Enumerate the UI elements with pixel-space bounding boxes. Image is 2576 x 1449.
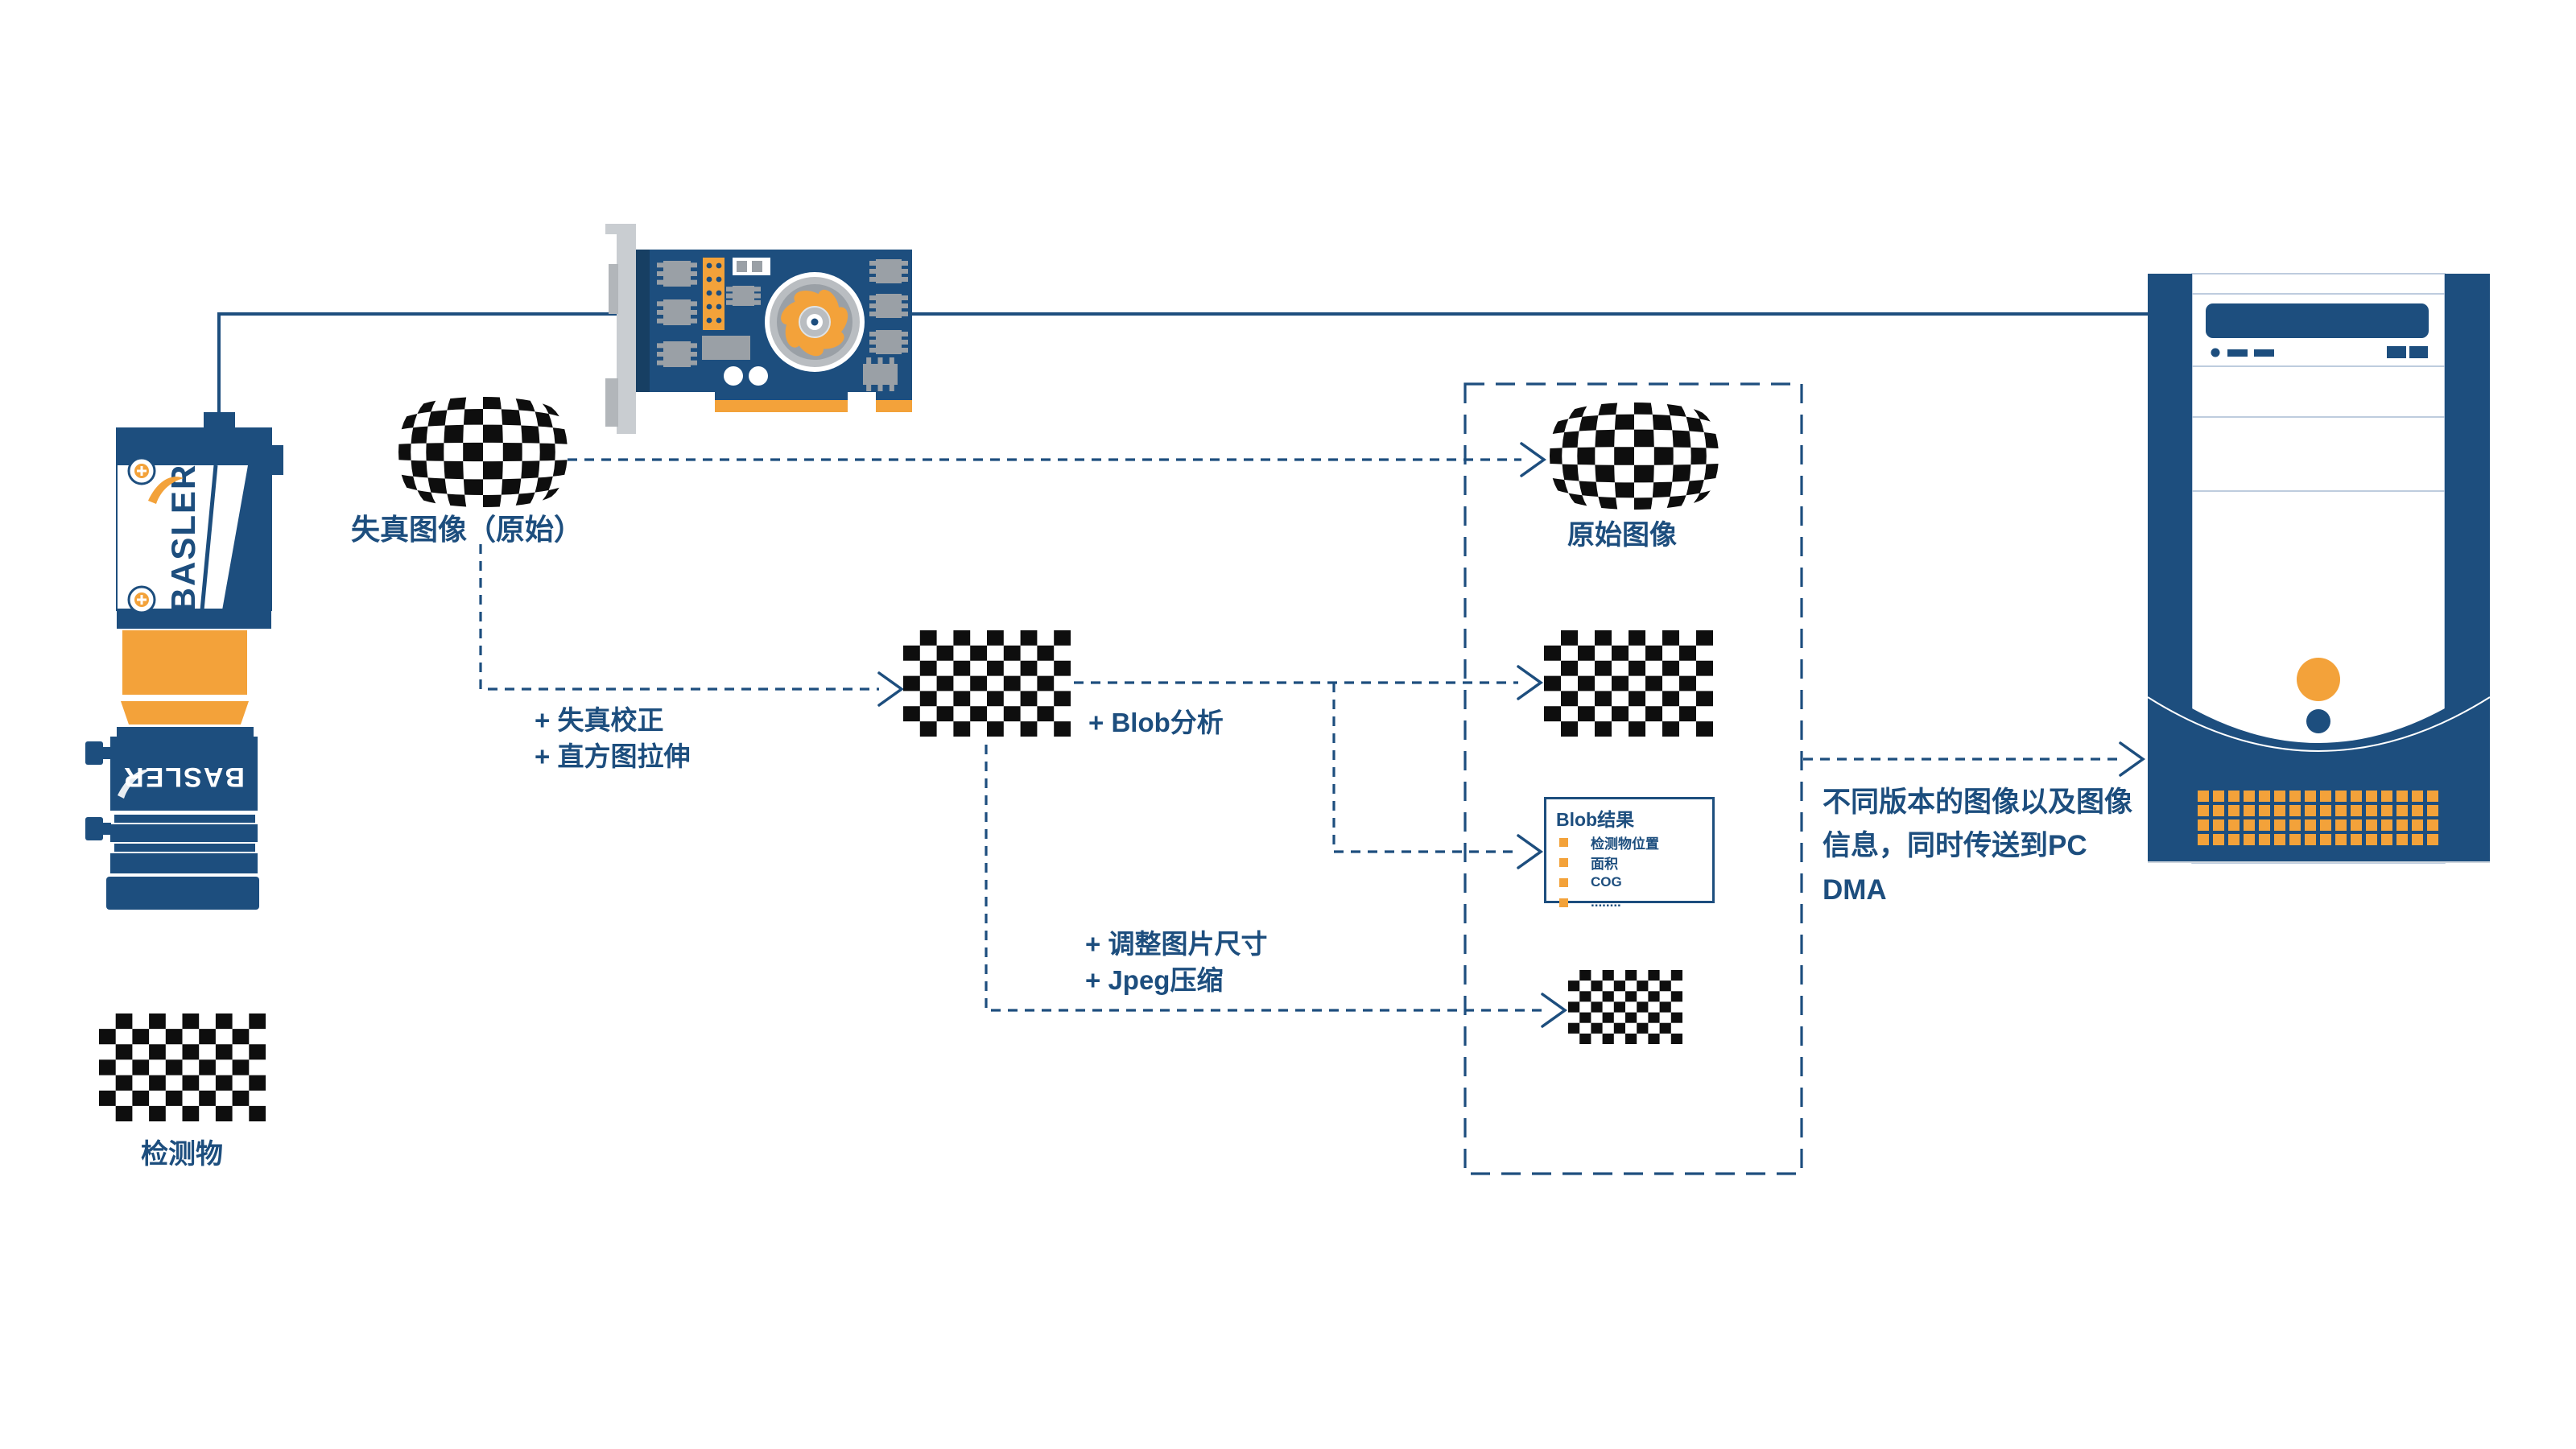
- label-jpeg-compression: + Jpeg压缩: [1085, 965, 1224, 995]
- label-blob-analysis: + Blob分析: [1088, 708, 1224, 737]
- label-distorted-original: 失真图像（原始）: [350, 513, 583, 546]
- arrow-icon: [1517, 834, 1544, 869]
- lens-barrel: [110, 737, 258, 811]
- card-chips: [657, 259, 908, 391]
- lens-knob: [85, 741, 111, 765]
- list-item: COG: [1559, 874, 1712, 890]
- blob-item-area: 面积: [1591, 856, 1618, 872]
- arrow-icon: [2119, 741, 2146, 777]
- checkerboard-cb-distorted: [398, 397, 568, 507]
- label-resize-image: + 调整图片尺寸: [1085, 929, 1268, 959]
- arrow-icon: [877, 671, 905, 707]
- power-button: [2297, 658, 2340, 701]
- pc-tower: [2147, 273, 2491, 864]
- pci-edge-connector: [715, 400, 848, 412]
- arrow-icon: [1517, 665, 1544, 700]
- bullet-icon: [1559, 898, 1568, 907]
- checkerboard-cb-box-small: [1568, 970, 1682, 1044]
- checkerboard-cb-corrected: [903, 630, 1071, 737]
- lens-mount: [122, 630, 247, 695]
- bullet-icon: [1559, 857, 1568, 867]
- camera-to-pc-cable: [217, 312, 2148, 412]
- screw-icon: [127, 585, 156, 614]
- checkerboard-cb-box-flat: [1544, 630, 1713, 737]
- lens-brand-text: BASLER: [122, 762, 245, 792]
- drive-button: [2387, 346, 2406, 358]
- blob-item-cog: COG: [1591, 874, 1622, 890]
- blob-result-title: Blob结果: [1556, 809, 1635, 830]
- blob-item-more: ........: [1591, 894, 1621, 910]
- reset-button: [2306, 709, 2330, 733]
- blob-item-position: 检测物位置: [1591, 836, 1659, 852]
- camera-device: BASLER BASLER: [85, 412, 283, 910]
- basler-swoosh-icon: [148, 477, 184, 504]
- connector-to-jpeg: [985, 745, 1542, 1012]
- bullet-icon: [1559, 837, 1568, 847]
- arrow-icon: [1541, 993, 1568, 1028]
- dvd-drive-slot: [2206, 303, 2429, 338]
- drive-led: [2211, 348, 2220, 357]
- drive-button: [2409, 346, 2428, 358]
- connector-to-blob-result: [1332, 683, 1518, 853]
- checkerboard-cb-detect: [99, 1013, 266, 1121]
- lens-swoosh-icon: [118, 769, 151, 799]
- connector-to-corrected: [479, 544, 879, 691]
- card-bracket: [605, 224, 636, 234]
- screw-icon: [127, 456, 156, 485]
- camera-brand-text: BASLER: [164, 464, 202, 613]
- bullet-icon: [1559, 877, 1568, 887]
- arrowheads: [877, 442, 2146, 1028]
- label-dma-note: 不同版本的图像以及图像信息，同时传送到PC DMA: [1823, 786, 2133, 906]
- label-histogram-stretch: + 直方图拉伸: [535, 741, 691, 771]
- arrow-icon: [1520, 442, 1547, 477]
- label-detection-object: 检测物: [141, 1139, 223, 1170]
- label-distortion-correction: + 失真校正: [535, 705, 664, 735]
- fan-icon: [765, 272, 865, 372]
- frame-grabber-card: [605, 224, 912, 434]
- list-item: 面积: [1559, 855, 1712, 872]
- list-item: 检测物位置: [1559, 835, 1712, 852]
- checkerboard-cb-box-original: [1550, 402, 1719, 510]
- vent-grid: [2198, 791, 2438, 845]
- list-item: ........: [1559, 894, 1712, 910]
- camera-cable-connector: [204, 412, 235, 428]
- blob-result-box: Blob结果 检测物位置 面积 COG ........: [1544, 797, 1715, 910]
- flow-connectors: [479, 442, 2146, 1028]
- processing-results-box: [1463, 382, 1803, 1175]
- label-original-image: 原始图像: [1567, 520, 1677, 551]
- label-resize-steps: + 调整图片尺寸 + Jpeg压缩: [1085, 926, 1267, 998]
- lens-knob: [85, 817, 111, 840]
- label-correction-steps: + 失真校正 + 直方图拉伸: [535, 702, 690, 774]
